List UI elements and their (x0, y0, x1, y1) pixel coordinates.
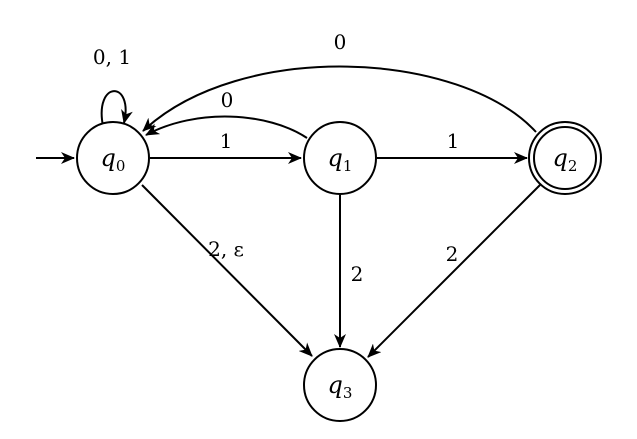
transition-label-q2-q3: 2 (446, 242, 459, 266)
state-label-q3: q3 (328, 371, 353, 402)
transition-q2-q3 (367, 184, 541, 358)
state-q2-accepting: q2 (528, 121, 602, 195)
transition-label-q1-q2: 1 (447, 129, 460, 153)
transition-q0-q3 (141, 184, 313, 357)
transition-q0-q0 (100, 90, 133, 127)
transition-label-q2-q0: 0 (334, 30, 347, 54)
transition-label-q0-q1: 1 (220, 129, 233, 153)
transition-label-q1-q3: 2 (351, 262, 364, 286)
transition-label-q0-q3: 2, ε (208, 237, 244, 261)
transition-label-q1-q0: 0 (221, 88, 234, 112)
accepting-ring (533, 126, 597, 190)
state-label-q0: q0 (101, 144, 126, 175)
state-label-q2: q2 (553, 144, 578, 175)
transition-q1-q0 (145, 115, 308, 139)
state-q3: q3 (303, 348, 377, 422)
transition-label-q0-q0: 0, 1 (93, 45, 131, 69)
transition-q2-q0 (142, 65, 537, 133)
state-q1: q1 (303, 121, 377, 195)
state-label-q1: q1 (328, 144, 353, 175)
state-q0: q0 (76, 121, 150, 195)
